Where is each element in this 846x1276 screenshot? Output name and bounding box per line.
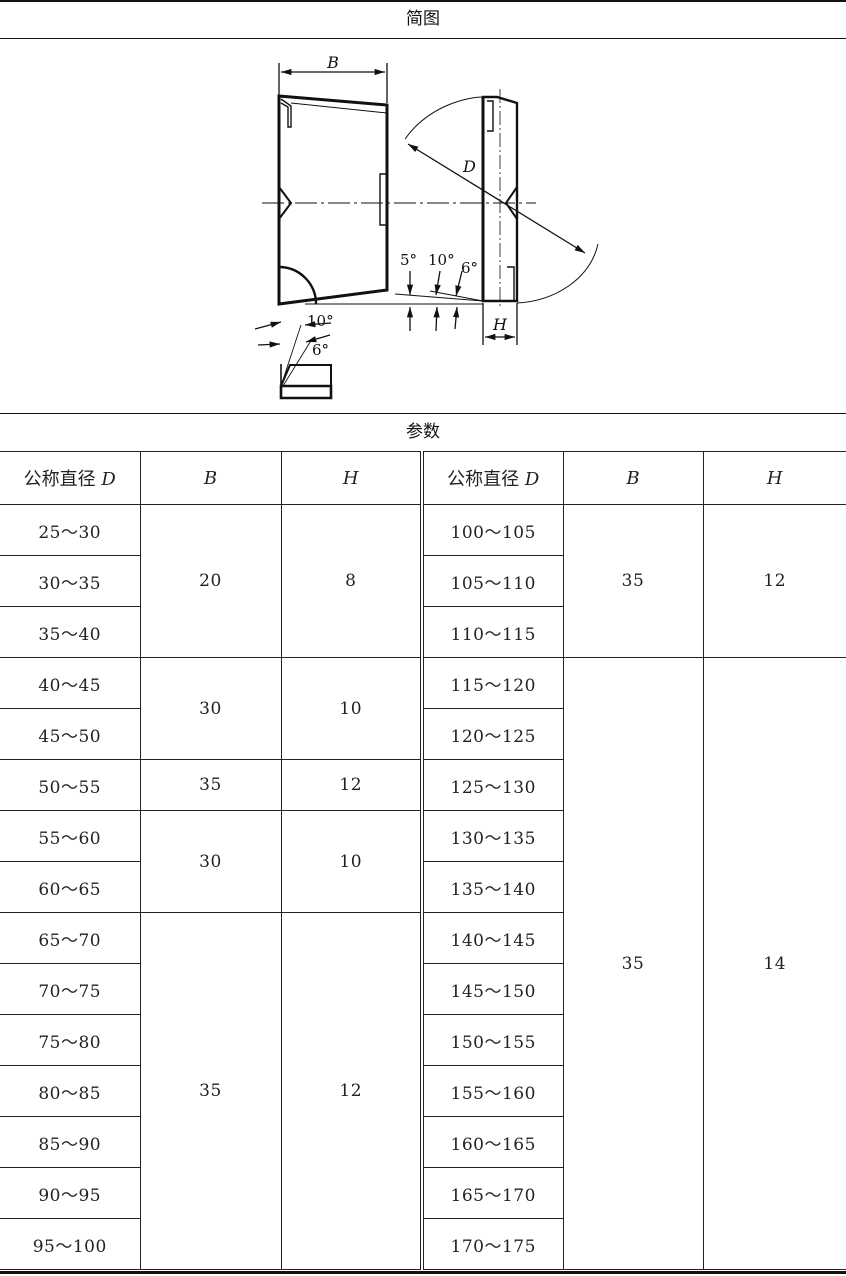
h-value-right: 14 (702, 657, 846, 1270)
diameter-cell-left: 70～75 (0, 963, 141, 1015)
front-view-outline (277, 94, 389, 306)
table-row: 95～100 170～175 (0, 1218, 846, 1270)
diagram-bottom-divider (0, 413, 846, 414)
b-value-right: 35 (562, 504, 704, 658)
header-diameter-right: 公称直径 D (420, 451, 564, 505)
diameter-cell-right: 155～160 (420, 1065, 563, 1117)
diameter-cell-right: 125～130 (420, 759, 563, 811)
header-b-left: B (139, 451, 282, 505)
table-row: 45～50 120～125 (0, 708, 846, 760)
diameter-cell-left: 50～55 (0, 759, 141, 811)
diameter-cell-right: 145～150 (420, 963, 563, 1015)
diameter-dimension (407, 143, 586, 254)
h-value-left: 10 (280, 657, 423, 760)
diameter-cell-right: 170～175 (420, 1218, 563, 1270)
angle-10-right-label: 10° (428, 251, 455, 269)
params-section-title: 参数 (406, 422, 440, 442)
diameter-cell-right: 160～165 (420, 1116, 563, 1168)
detail-view-outline (254, 321, 333, 400)
diameter-cell-right: 110～115 (420, 606, 563, 658)
top-border (0, 0, 846, 2)
diameter-cell-left: 35～40 (0, 606, 141, 658)
diameter-cell-left: 90～95 (0, 1167, 141, 1219)
angle-6-right-label: 6° (461, 259, 478, 277)
h-value-left: 10 (280, 810, 423, 913)
width-label: B (326, 53, 339, 72)
diameter-cell-left: 25～30 (0, 504, 141, 556)
h-value-left: 12 (280, 759, 423, 811)
side-view-outline (404, 89, 599, 309)
diameter-cell-left: 55～60 (0, 810, 141, 862)
angle-6-left-label: 6° (312, 341, 329, 359)
table-row: 70～75 145～150 (0, 963, 846, 1015)
b-value-left: 35 (139, 759, 282, 811)
b-value-left: 35 (139, 912, 282, 1270)
diameter-cell-left: 85～90 (0, 1116, 141, 1168)
diameter-cell-right: 120～125 (420, 708, 563, 760)
diameter-cell-right: 100～105 (420, 504, 564, 556)
b-value-left: 20 (139, 504, 282, 658)
diagram-title-divider (0, 38, 846, 39)
table-row: 60～65 135～140 (0, 861, 846, 913)
diameter-cell-left: 95～100 (0, 1218, 141, 1270)
table-row: 30～35 105～110 (0, 555, 846, 607)
diameter-cell-right: 140～145 (420, 912, 563, 964)
width-dimension (278, 63, 388, 103)
diameter-cell-right: 130～135 (420, 810, 563, 862)
diameter-cell-left: 40～45 (0, 657, 141, 709)
header-h-right: H (702, 451, 846, 505)
b-value-left: 30 (139, 657, 282, 760)
h-value-right: 12 (702, 504, 846, 658)
diameter-cell-left: 75～80 (0, 1014, 141, 1066)
header-diameter-left: 公称直径 D (0, 451, 141, 505)
diameter-cell-left: 65～70 (0, 912, 141, 964)
diameter-cell-right: 150～155 (420, 1014, 563, 1066)
angle-lines (305, 270, 484, 332)
diagram-section-title: 简图 (406, 9, 440, 29)
h-value-left: 8 (280, 504, 423, 658)
angle-5-label: 5° (400, 251, 417, 269)
diameter-cell-right: 165～170 (420, 1167, 563, 1219)
diameter-cell-right: 135～140 (420, 861, 563, 913)
diameter-label: D (462, 157, 476, 176)
table-row: 80～85 155～160 (0, 1065, 846, 1117)
table-header-row: 公称直径 D B H 公称直径 D B H (0, 451, 846, 505)
bottom-border (0, 1271, 846, 1274)
table-row: 35～40 110～115 (0, 606, 846, 658)
table-row: 85～90 160～165 (0, 1116, 846, 1168)
header-h-left: H (280, 451, 423, 505)
tool-diagram: B D H (254, 53, 599, 400)
b-value-right: 35 (562, 657, 704, 1270)
diameter-cell-left: 30～35 (0, 555, 141, 607)
height-dimension (482, 303, 518, 345)
b-value-left: 30 (139, 810, 282, 913)
header-b-right: B (562, 451, 704, 505)
angle-10-left-label: 10° (307, 312, 334, 330)
diameter-cell-left: 45～50 (0, 708, 141, 760)
diameter-cell-left: 80～85 (0, 1065, 141, 1117)
diameter-cell-left: 60～65 (0, 861, 141, 913)
diameter-cell-right: 105～110 (420, 555, 563, 607)
h-value-left: 12 (280, 912, 423, 1270)
diameter-cell-right: 115～120 (420, 657, 564, 709)
height-label: H (492, 315, 508, 334)
